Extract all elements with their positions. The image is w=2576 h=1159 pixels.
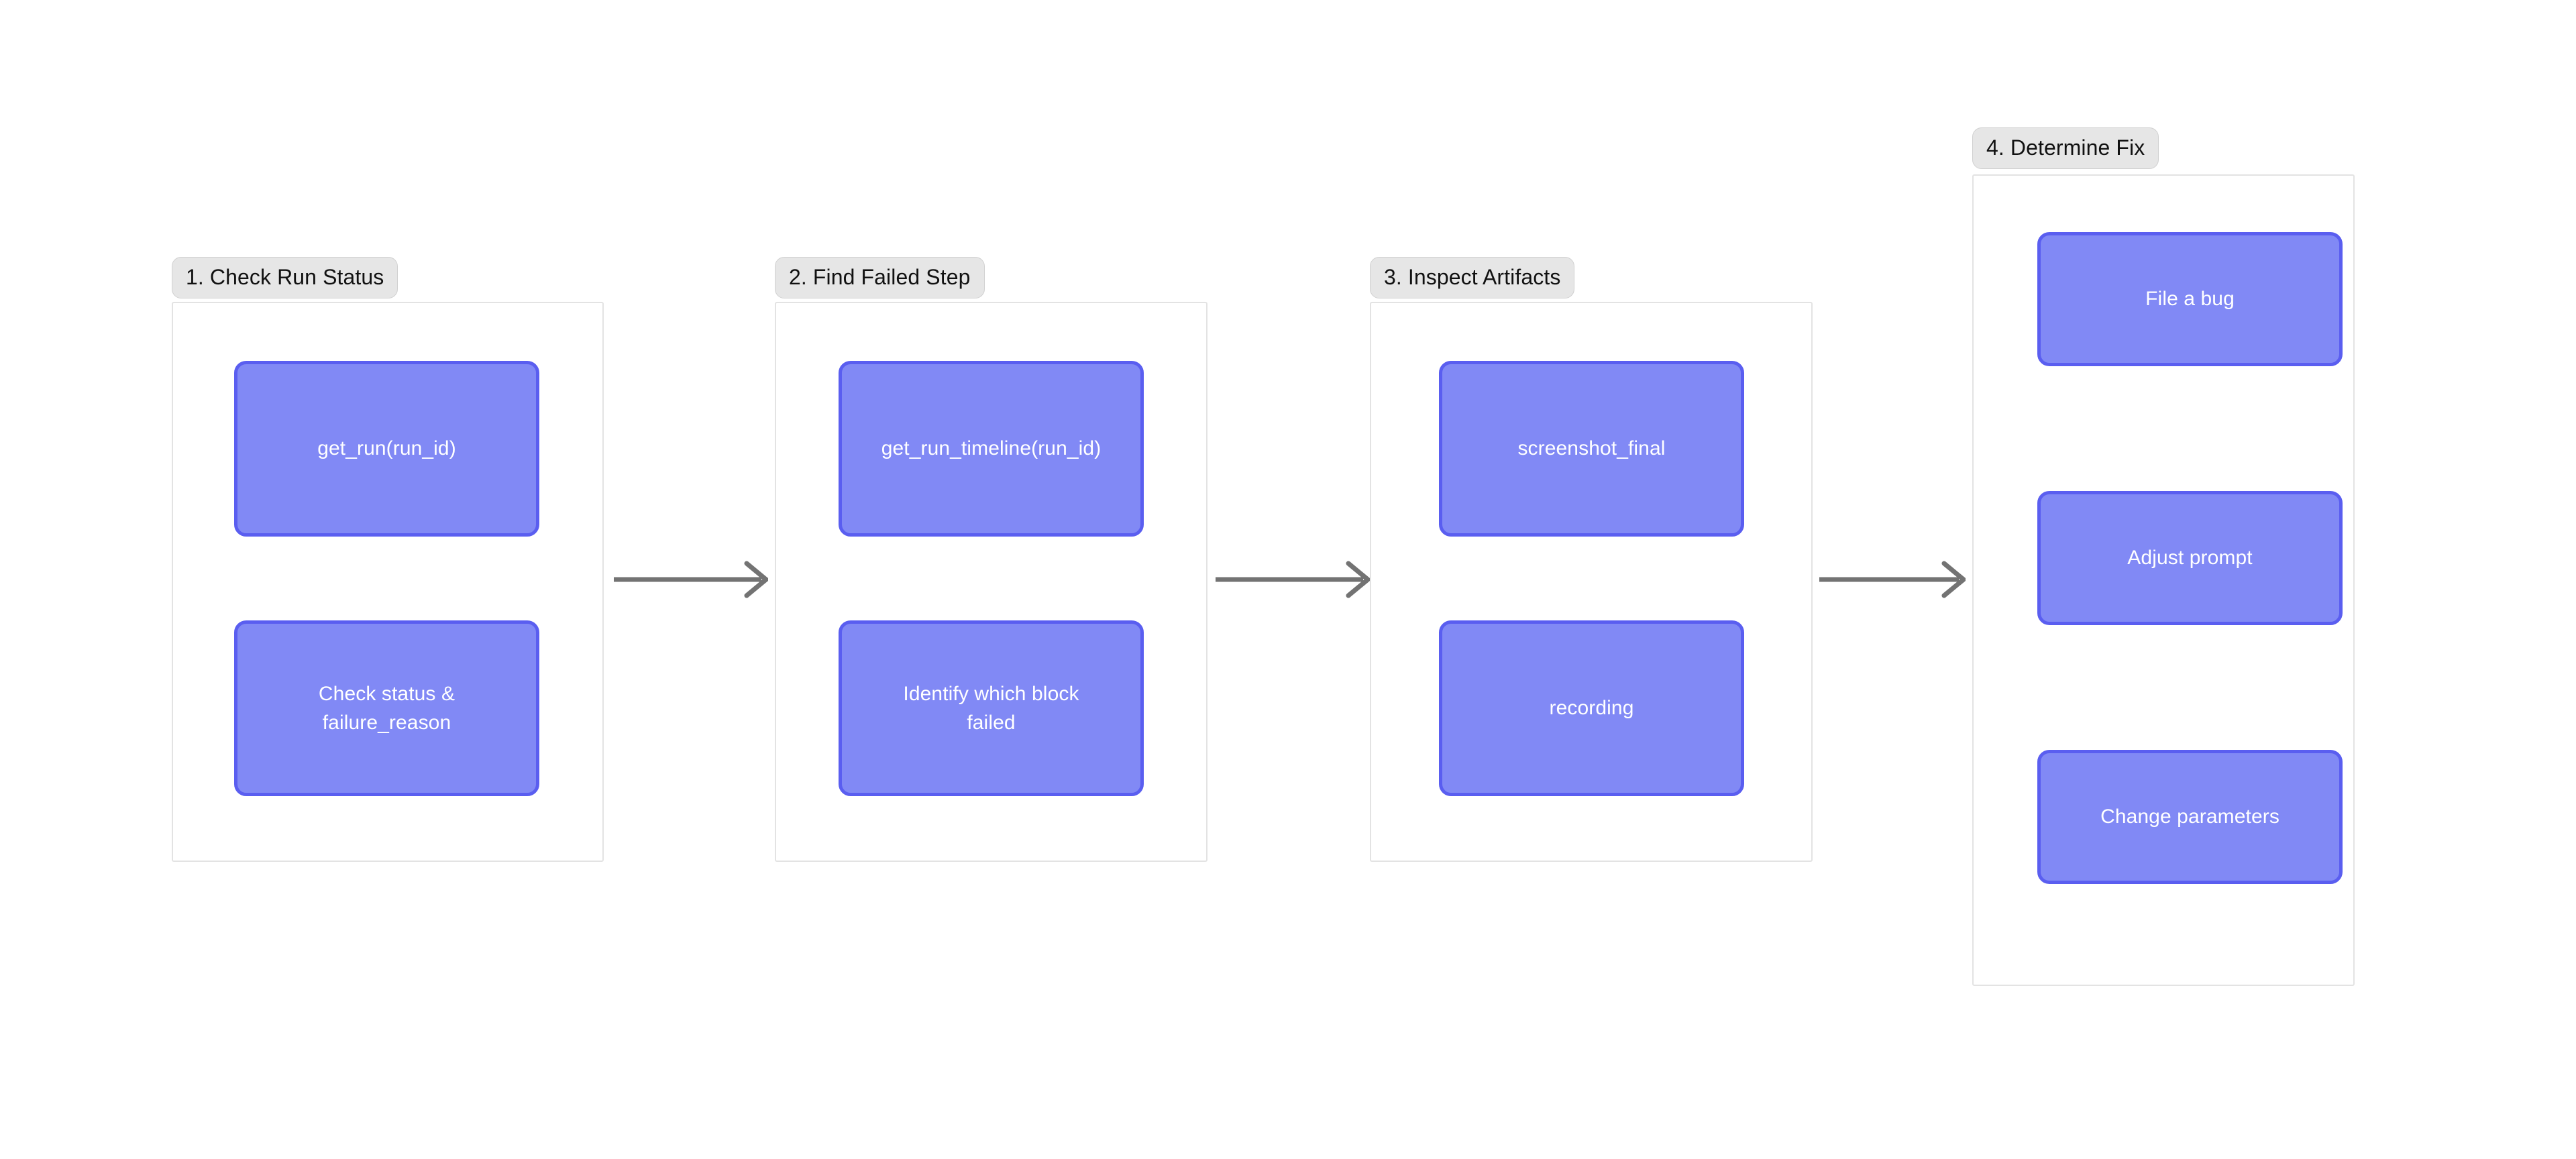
node-2-2[interactable]: Identify which block failed	[839, 620, 1144, 796]
arrow-2-to-3	[1216, 559, 1370, 600]
group-label-3: 3. Inspect Artifacts	[1370, 257, 1575, 298]
node-4-1[interactable]: File a bug	[2037, 232, 2343, 366]
node-4-2[interactable]: Adjust prompt	[2037, 491, 2343, 625]
node-1-1[interactable]: get_run(run_id)	[234, 361, 539, 537]
arrow-3-to-4	[1819, 559, 1966, 600]
arrow-1-to-2	[614, 559, 768, 600]
node-3-1[interactable]: screenshot_final	[1439, 361, 1744, 537]
node-3-2[interactable]: recording	[1439, 620, 1744, 796]
group-label-2: 2. Find Failed Step	[775, 257, 985, 298]
node-1-2[interactable]: Check status & failure_reason	[234, 620, 539, 796]
node-2-1[interactable]: get_run_timeline(run_id)	[839, 361, 1144, 537]
group-label-1: 1. Check Run Status	[172, 257, 398, 298]
group-label-4: 4. Determine Fix	[1972, 127, 2159, 169]
node-4-3[interactable]: Change parameters	[2037, 750, 2343, 884]
